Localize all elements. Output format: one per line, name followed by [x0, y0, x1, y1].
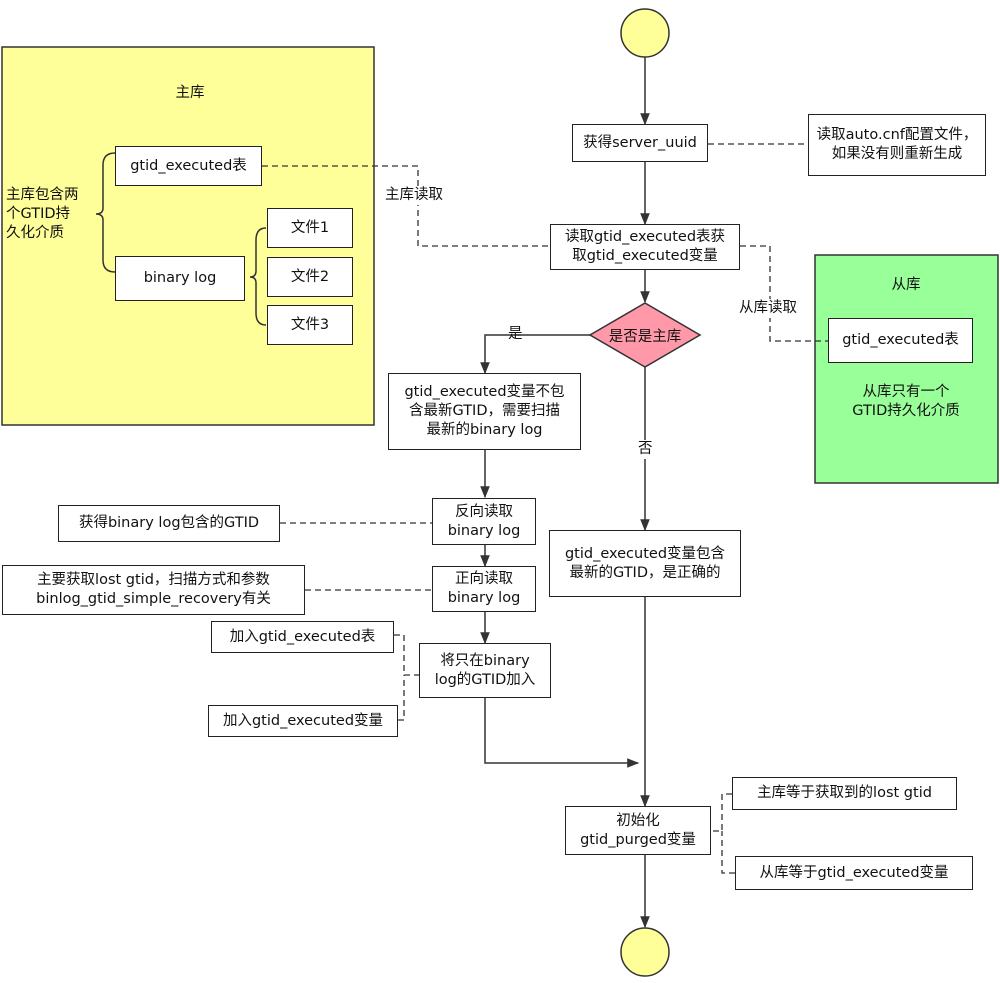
- init-purged-box: 初始化 gtid_purged变量: [565, 806, 711, 855]
- slave-panel: [814, 254, 999, 484]
- add-table-box: 加入gtid_executed表: [211, 621, 394, 653]
- no-label: 否: [636, 440, 655, 459]
- get-server-uuid-box: 获得server_uuid: [572, 124, 708, 162]
- file-3-box: 文件3: [267, 305, 353, 345]
- slave-read-tag: 从库读取: [737, 299, 799, 318]
- not-latest-box: gtid_executed变量不包 含最新GTID，需要扫描 最新的binary…: [388, 373, 581, 450]
- master-brace: [95, 152, 116, 273]
- master-table-box: gtid_executed表: [115, 146, 262, 186]
- forward-note-box: 主要获取lost gtid，扫描方式和参数 binlog_gtid_simple…: [2, 565, 305, 615]
- decision-label: 是否是主库: [608, 328, 682, 345]
- master-title: 主库: [175, 85, 205, 101]
- add-var-box: 加入gtid_executed变量: [208, 705, 398, 737]
- read-table-box: 读取gtid_executed表获 取gtid_executed变量: [550, 224, 740, 270]
- reverse-read-box: 反向读取 binary log: [432, 498, 536, 545]
- slave-note: 从库只有一个 GTID持久化介质: [852, 384, 960, 419]
- end-terminal: [620, 927, 670, 977]
- yes-label: 是: [508, 326, 523, 342]
- add-only-box: 将只在binary log的GTID加入: [419, 643, 551, 698]
- master-equals-box: 主库等于获取到的lost gtid: [732, 777, 957, 810]
- uuid-note-box: 读取auto.cnf配置文件， 如果没有则重新生成: [808, 114, 986, 176]
- dashed-connectors: [262, 143, 828, 874]
- reverse-note-box: 获得binary log包含的GTID: [58, 505, 280, 542]
- files-brace: [249, 227, 267, 326]
- start-terminal: [620, 8, 670, 58]
- is-latest-box: gtid_executed变量包含 最新的GTID，是正确的: [549, 530, 741, 597]
- master-contains-label: 主库包含两 个GTID持 久化介质: [6, 187, 79, 241]
- main-flow-arrows: [480, 57, 650, 929]
- master-read-tag: 主库读取: [383, 186, 445, 205]
- slave-title: 从库: [891, 277, 921, 293]
- file-1-box: 文件1: [267, 208, 353, 248]
- file-2-box: 文件2: [267, 257, 353, 297]
- master-binlog-box: binary log: [115, 256, 245, 301]
- slave-equals-box: 从库等于gtid_executed变量: [735, 856, 973, 890]
- slave-table-box: gtid_executed表: [828, 318, 973, 363]
- forward-read-box: 正向读取 binary log: [432, 566, 536, 612]
